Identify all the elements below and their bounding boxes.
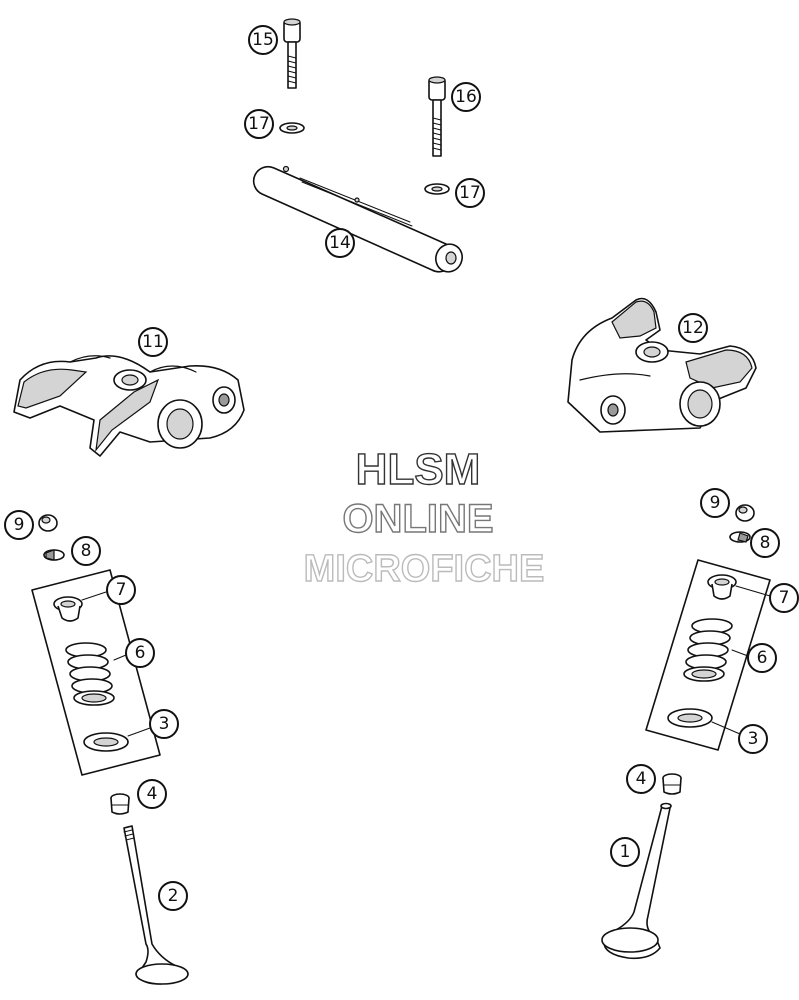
callout-8-left-label: 8 [81,541,92,561]
callout-1[interactable]: 1 [610,837,640,867]
valve-stem-seal-4-right[interactable] [662,773,682,795]
watermark-line2: ONLINE [342,497,493,541]
callout-9-right[interactable]: 9 [700,488,730,518]
rocker-arm-12[interactable] [567,297,757,433]
washer-17-lower[interactable] [424,183,450,195]
callout-12[interactable]: 12 [678,313,708,343]
callout-7-left[interactable]: 7 [81,575,136,605]
callout-3-right[interactable]: 3 [711,721,768,754]
washer-17-upper[interactable] [279,122,305,134]
callout-8-right-label: 8 [760,533,771,553]
spring-retainer-7-left[interactable] [53,596,83,622]
bolt-16[interactable] [428,76,446,157]
callout-6-left-label: 6 [135,643,146,663]
valve-stem-seal-4-left[interactable] [110,793,130,815]
callout-4-right[interactable]: 4 [626,764,656,794]
callout-14[interactable]: 14 [325,228,355,258]
valve-keepers-8-right[interactable] [729,531,751,543]
rocker-shaft-14[interactable] [252,165,467,277]
callout-6-right[interactable]: 6 [731,643,777,673]
callout-17-upper-label: 17 [248,114,270,134]
watermark-line3: MICROFICHE [304,548,545,590]
callout-16-label: 16 [455,87,477,107]
valve-cap-9-right[interactable] [735,504,755,522]
callout-8-left[interactable]: 8 [71,536,101,566]
callout-17-lower-label: 17 [459,183,481,203]
spring-seat-3-right[interactable] [667,708,713,728]
callout-4-right-label: 4 [636,769,647,789]
callout-9-right-label: 9 [710,493,721,513]
callout-3-right-label: 3 [748,729,759,749]
callout-17-lower[interactable]: 17 [455,178,485,208]
callout-7-left-label: 7 [116,580,127,600]
valve-cap-9-left[interactable] [38,514,58,532]
watermark: HLSM ONLINE MICROFICHE [303,444,545,590]
callout-15[interactable]: 15 [248,25,278,55]
callout-12-label: 12 [682,318,704,338]
callout-4-left[interactable]: 4 [137,779,167,809]
callout-7-right[interactable]: 7 [735,583,799,613]
callout-9-left-label: 9 [14,515,25,535]
callout-2-label: 2 [168,886,179,906]
callout-9-left[interactable]: 9 [4,510,34,540]
rocker-arm-11[interactable] [13,355,245,457]
callout-6-left[interactable]: 6 [113,638,155,668]
callout-1-label: 1 [620,842,631,862]
valve-keepers-8-left[interactable] [43,549,65,561]
valve-spring-6-left[interactable] [65,642,115,706]
callout-11[interactable]: 11 [138,327,168,357]
callout-4-left-label: 4 [147,784,158,804]
callout-7-right-label: 7 [779,588,790,608]
callout-3-left[interactable]: 3 [127,709,179,739]
exhaust-valve-2[interactable] [123,825,189,985]
callout-15-label: 15 [252,30,274,50]
bolt-15[interactable] [283,18,301,89]
valve-spring-kit-box-left [31,569,161,776]
callout-2[interactable]: 2 [158,881,188,911]
watermark-line1: HLSM [356,445,481,494]
callout-17-upper[interactable]: 17 [244,109,274,139]
callout-16[interactable]: 16 [451,82,481,112]
callout-8-right[interactable]: 8 [750,528,780,558]
callout-6-right-label: 6 [757,648,768,668]
valve-spring-kit-box-right [645,559,771,751]
intake-valve-1[interactable] [601,802,672,960]
callout-3-left-label: 3 [159,714,170,734]
valve-spring-6-right[interactable] [683,618,733,682]
spring-seat-3-left[interactable] [83,732,129,752]
callout-14-label: 14 [329,233,351,253]
spring-retainer-7-right[interactable] [707,574,737,600]
callout-11-label: 11 [142,332,164,352]
